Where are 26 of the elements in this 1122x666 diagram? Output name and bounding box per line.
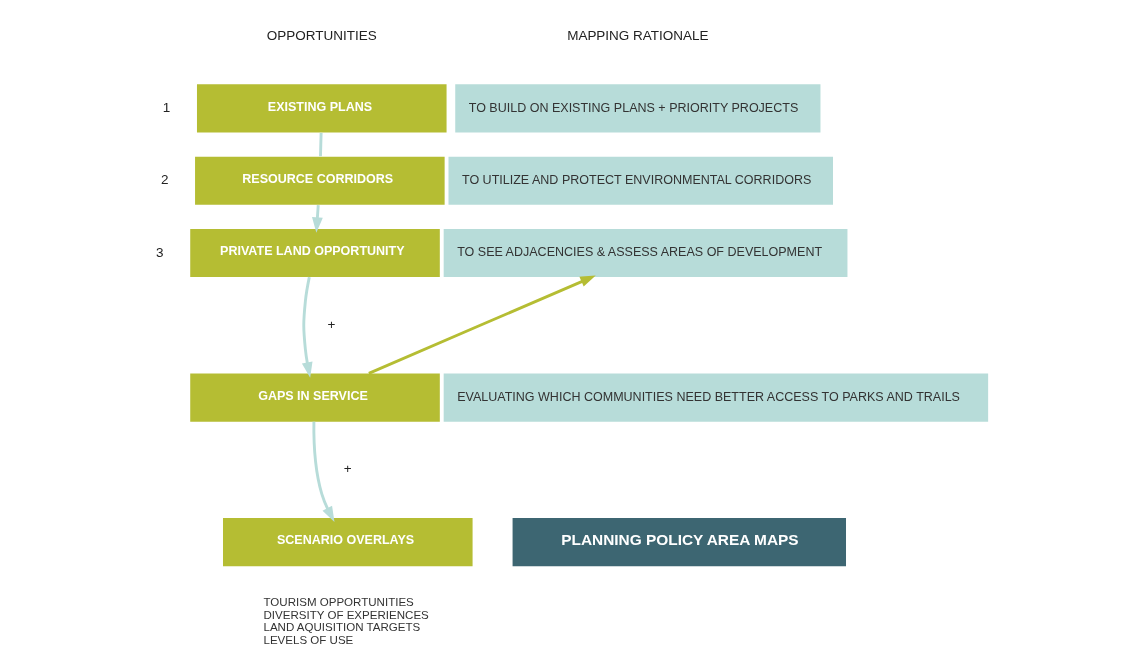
label: 2: [160, 172, 169, 188]
arrow: [368, 275, 596, 375]
arrow: [301, 276, 313, 378]
node-box: EVALUATING WHICH COMMUNITIES NEED BETTER ACCESS TO PARKS AND TRAILS: [443, 373, 989, 422]
arrow: [312, 421, 335, 522]
node-box: SCENARIO OVERLAYS: [223, 518, 473, 567]
node-label: LAND AQUISITION TARGETS: [263, 621, 421, 634]
node-box: TO UTILIZE AND PROTECT ENVIRONMENTAL CORRIDORS: [448, 156, 833, 205]
label: +: [343, 461, 352, 477]
node-label: TOURISM OPPORTUNITIES: [263, 596, 414, 609]
label: OPPORTUNITIES: [266, 27, 377, 43]
node-label: DIVERSITY OF EXPERIENCES: [263, 608, 429, 621]
node-box: EXISTING PLANS: [196, 84, 447, 133]
label: +: [327, 316, 336, 332]
node-label: LEVELS OF USE: [263, 633, 354, 646]
arrow: [312, 205, 323, 233]
connector: [319, 132, 323, 157]
label: 3: [156, 244, 164, 260]
label: 1: [162, 100, 171, 116]
node-box: TO SEE ADJACENCIES & ASSESS AREAS OF DEVELOPMENT: [443, 228, 848, 278]
node-box: TO BUILD ON EXISTING PLANS + PRIORITY PROJECTS: [455, 84, 821, 133]
node-box: GAPS IN SERVICE: [190, 373, 440, 422]
node-box: PLANNING POLICY AREA MAPS: [512, 518, 846, 567]
label: MAPPING RATIONALE: [567, 27, 709, 43]
node-box: PRIVATE LAND OPPORTUNITY: [190, 228, 440, 278]
node-box: RESOURCE CORRIDORS: [195, 156, 445, 205]
